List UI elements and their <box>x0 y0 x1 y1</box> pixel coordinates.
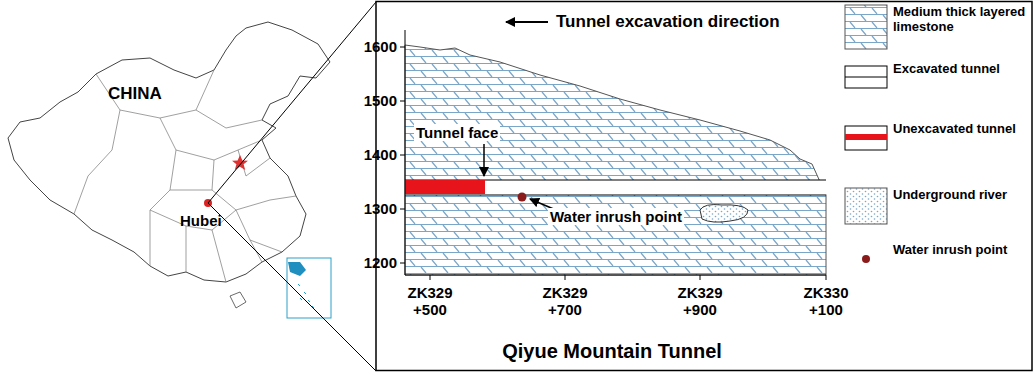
legend-sample <box>845 66 887 88</box>
legend-text: Medium thick layered limestone <box>893 5 1029 35</box>
map-label: CHINA <box>108 84 162 104</box>
axis-value: 1400 <box>364 146 397 163</box>
legend-text: Unexcavated tunnel <box>893 122 1029 137</box>
axis-value: ZK329 +900 <box>677 284 722 319</box>
axis-value: 1300 <box>364 200 397 217</box>
callout-label: Water inrush point <box>548 208 684 225</box>
chart-title: Qiyue Mountain Tunnel <box>502 340 722 363</box>
legend-sample <box>862 255 870 263</box>
direction-label: Tunnel excavation direction <box>556 12 780 32</box>
axis-value: ZK329 +500 <box>407 284 452 319</box>
axis-value: 1500 <box>364 92 397 109</box>
legend-text: Water inrush point <box>893 243 1029 258</box>
legend-sample <box>845 5 887 49</box>
legend-sample <box>845 126 887 150</box>
legend-sample <box>845 188 887 224</box>
axis-value: ZK329 +700 <box>542 284 587 319</box>
callout-label: Tunnel face <box>414 124 500 141</box>
axis-value: 1600 <box>364 38 397 55</box>
legend-text: Underground river <box>893 188 1029 203</box>
axis-value: 1200 <box>364 254 397 271</box>
legend-text: Excavated tunnel <box>893 62 1029 77</box>
axis-value: ZK330 +100 <box>803 284 848 319</box>
map-label: Hubei <box>180 212 222 229</box>
